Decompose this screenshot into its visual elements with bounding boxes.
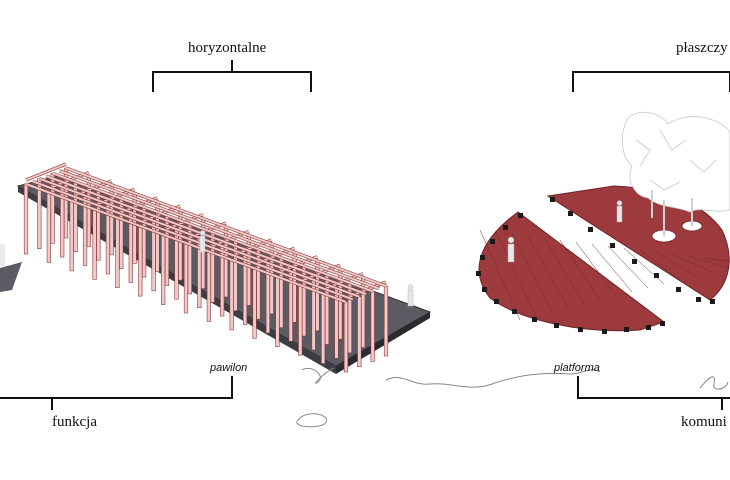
platform-planks — [479, 229, 730, 321]
label-horizontal: horyzontalne — [188, 40, 267, 56]
pavilion — [16, 162, 432, 374]
label-function: funkcja — [52, 414, 97, 430]
tree-canopy — [622, 111, 730, 213]
bracket-top-left — [152, 60, 312, 92]
bracket-top-right — [572, 71, 730, 92]
caption-platform: platforma — [554, 362, 600, 374]
pavilion-fragment — [0, 244, 22, 292]
person-figure — [199, 230, 414, 307]
pavilion-columns — [23, 167, 389, 373]
label-surface: płaszczy — [676, 40, 728, 56]
caption-pavilion: pawilon — [210, 362, 248, 374]
platform — [476, 111, 730, 334]
bracket-bottom-right — [577, 376, 730, 410]
tree-trunks — [651, 190, 693, 236]
bracket-bottom-left — [0, 376, 233, 410]
pavilion-roof-grid — [25, 162, 387, 304]
person-figure — [507, 200, 623, 263]
path-lines — [296, 367, 729, 428]
platform-posts — [476, 197, 715, 334]
label-communication: komuni — [681, 414, 727, 430]
